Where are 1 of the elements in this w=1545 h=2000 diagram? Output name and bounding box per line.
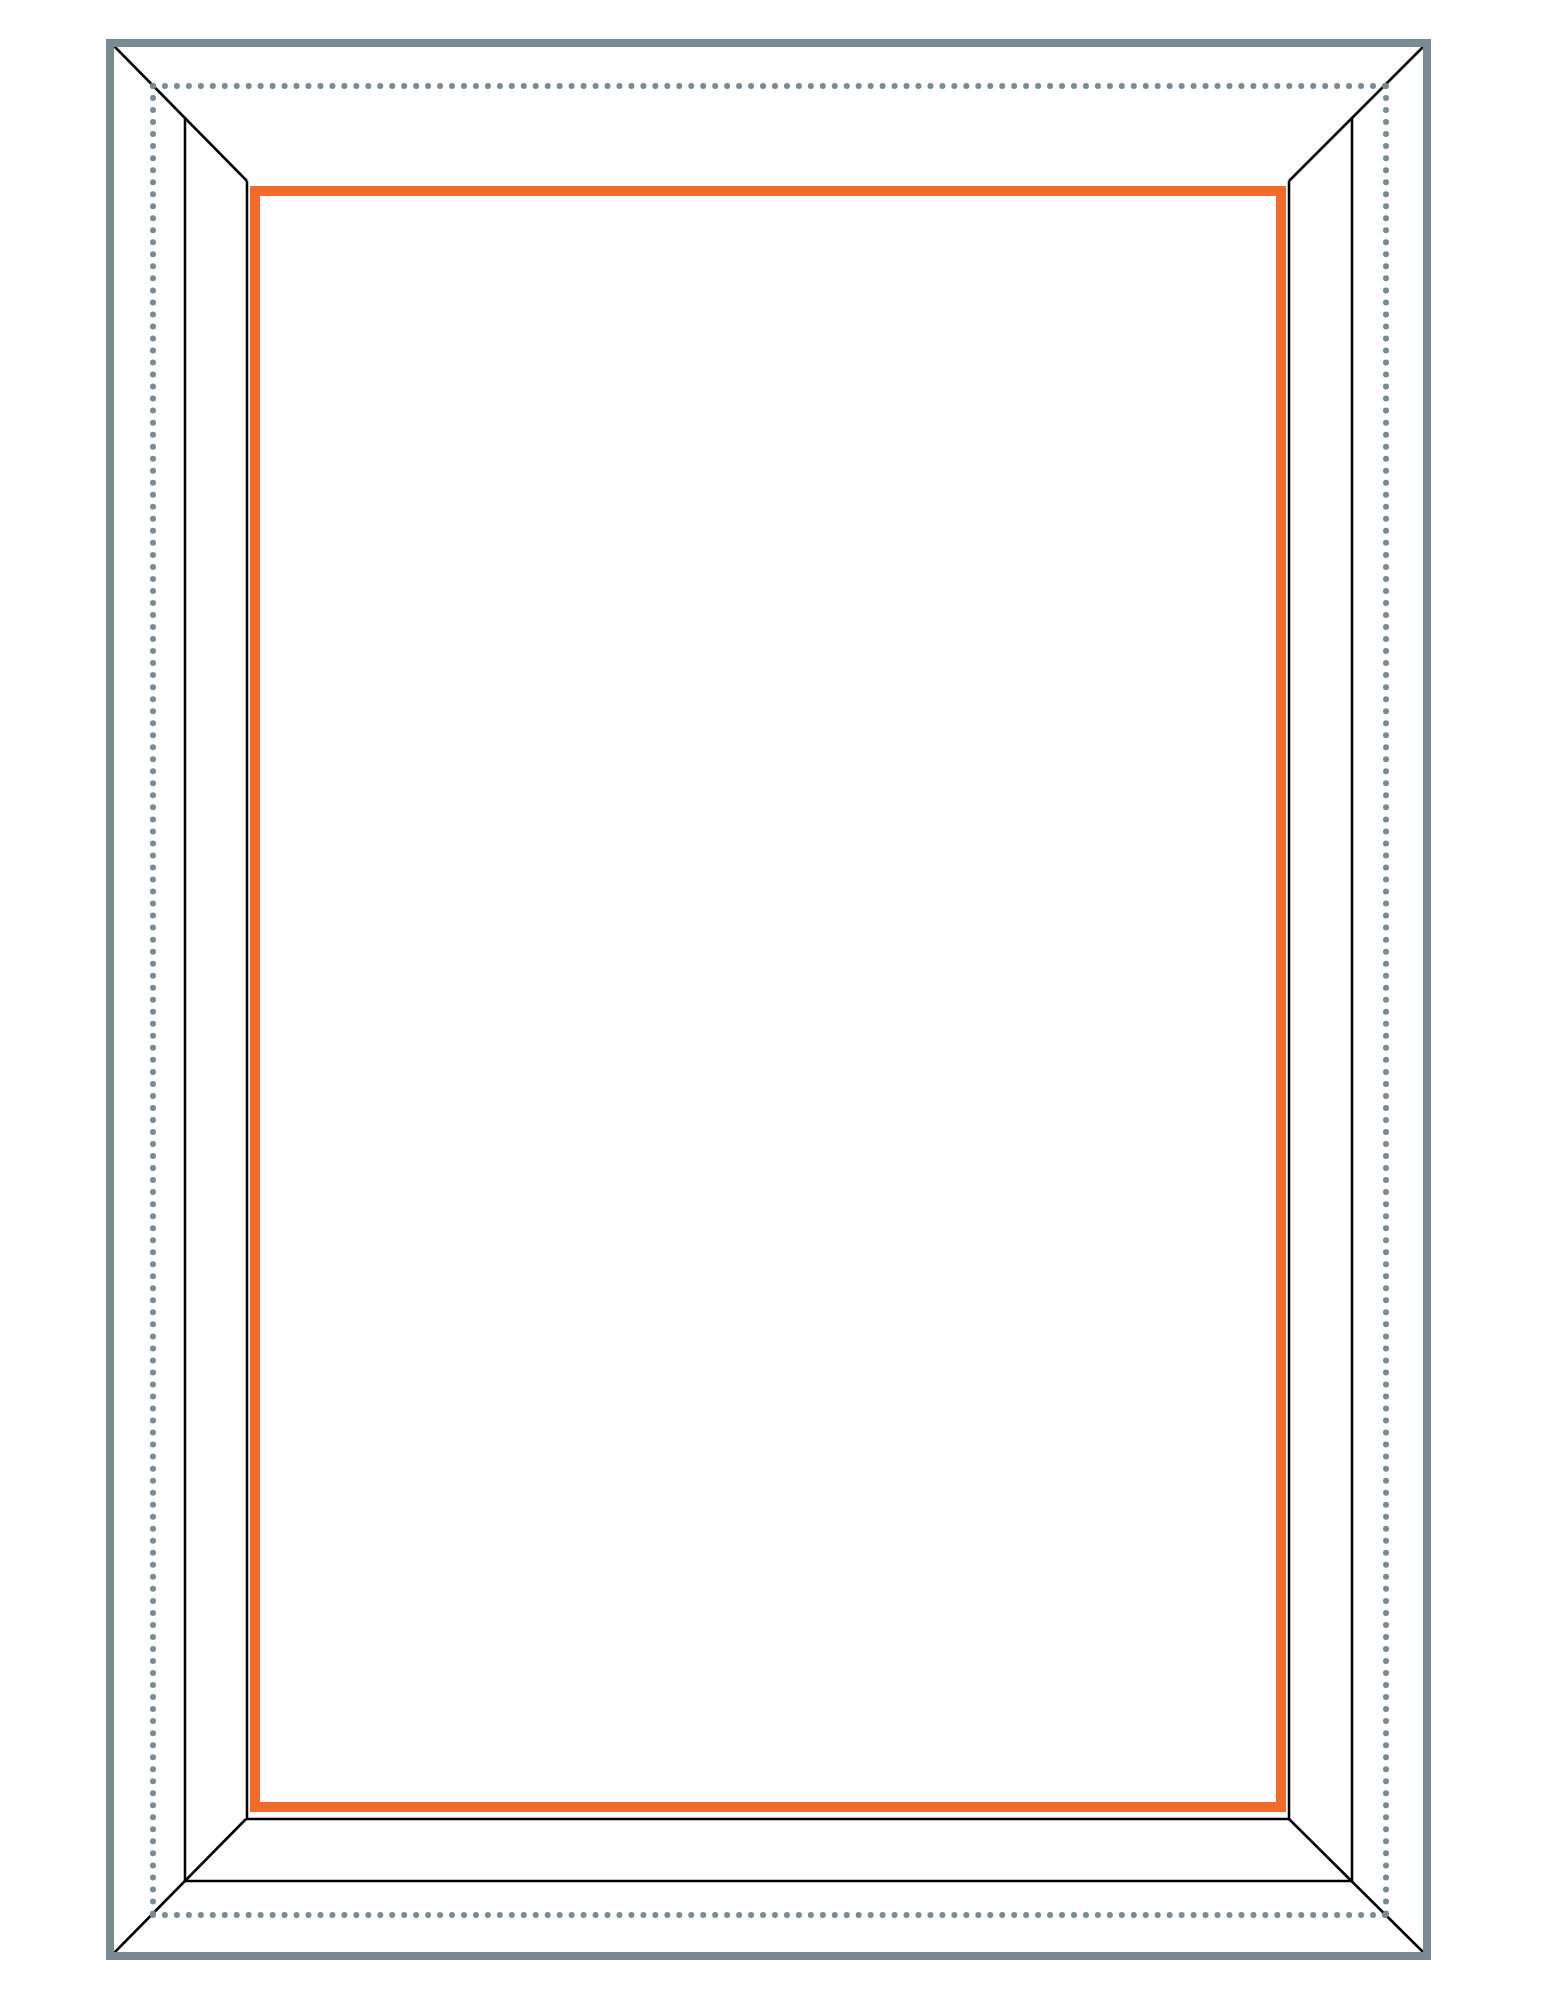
inner-panel bbox=[250, 186, 1286, 1812]
